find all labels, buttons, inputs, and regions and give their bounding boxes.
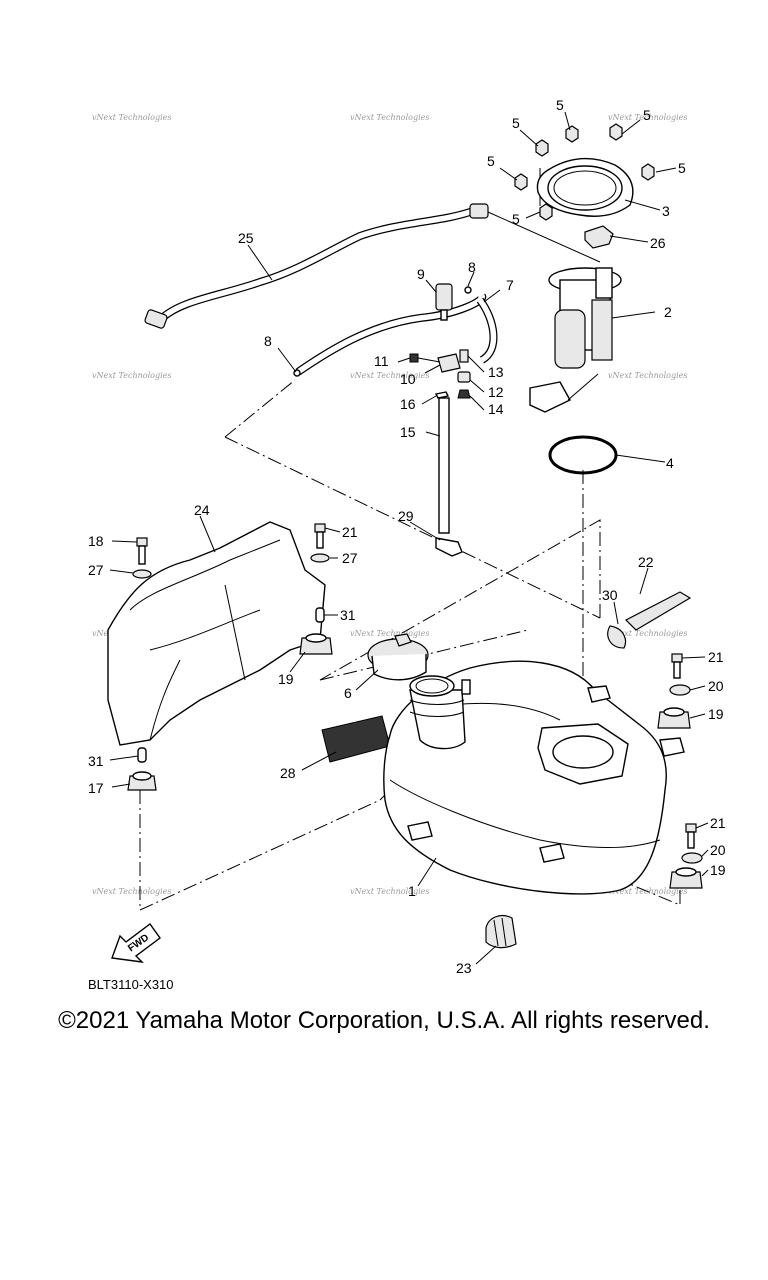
part-22-pad	[624, 591, 692, 631]
part-21-bolts	[314, 523, 697, 849]
part-2-fuel-pump	[529, 267, 622, 413]
callout-5: 5	[678, 160, 686, 176]
part-20-washers	[669, 684, 703, 864]
callout-19: 19	[710, 862, 726, 878]
fwd-arrow-icon: FWD	[111, 923, 161, 963]
callout-28: 28	[280, 765, 296, 781]
callout-21: 21	[708, 649, 724, 665]
part-27-washers	[132, 553, 330, 579]
callout-27: 27	[342, 550, 358, 566]
callout-6: 6	[344, 685, 352, 701]
callout-20: 20	[710, 842, 726, 858]
callout-21: 21	[710, 815, 726, 831]
callout-25: 25	[238, 230, 254, 246]
callout-20: 20	[708, 678, 724, 694]
watermark: vNext Technologies	[608, 629, 687, 638]
leader-lines	[109, 111, 709, 965]
parts-diagram: vNext Technologies vNext Technologies vN…	[88, 97, 726, 976]
watermark: vNext Technologies	[350, 113, 429, 122]
callout-12: 12	[488, 384, 504, 400]
callout-16: 16	[400, 396, 416, 412]
callout-5: 5	[512, 211, 520, 227]
callout-31: 31	[88, 753, 104, 769]
part-31-collars	[137, 607, 325, 763]
watermark: vNext Technologies	[92, 113, 171, 122]
callout-27: 27	[88, 562, 104, 578]
callout-1: 1	[408, 883, 416, 899]
part-25-hose	[144, 203, 489, 329]
callout-17: 17	[88, 780, 104, 796]
callout-8: 8	[468, 259, 476, 275]
watermark: vNext Technologies	[608, 371, 687, 380]
part-18-bolt	[136, 537, 148, 565]
watermark: vNext Technologies	[92, 887, 171, 896]
part-28-label	[321, 715, 391, 763]
callout-9: 9	[417, 266, 425, 282]
callout-5: 5	[487, 153, 495, 169]
callout-10: 10	[400, 371, 416, 387]
watermark: vNext Technologies	[608, 113, 687, 122]
part-15-tube	[438, 397, 450, 534]
part-19-grommets	[127, 633, 703, 889]
callout-15: 15	[400, 424, 416, 440]
part-1-fuel-tank	[383, 660, 685, 895]
callout-5: 5	[643, 107, 651, 123]
callout-11: 11	[374, 353, 389, 369]
callout-labels: 2 3 4 5 5 5 5 5 5 26 25 7 9 8 8 11 10 13…	[88, 97, 726, 976]
leader-line	[487, 211, 601, 263]
callout-13: 13	[488, 364, 504, 380]
part-6-fuel-cap	[367, 633, 429, 681]
callout-5: 5	[556, 97, 564, 113]
part-9-valve	[435, 283, 453, 321]
diagram-code: BLT3110-X310	[88, 977, 174, 992]
callout-3: 3	[662, 203, 670, 219]
watermark: vNext Technologies	[350, 629, 429, 638]
callout-26: 26	[650, 235, 666, 251]
callout-21: 21	[342, 524, 358, 540]
callout-19: 19	[278, 671, 294, 687]
callout-29: 29	[398, 508, 414, 524]
part-23-mount-rubber	[485, 915, 517, 949]
callout-23: 23	[456, 960, 472, 976]
callout-8: 8	[264, 333, 272, 349]
callout-31: 31	[340, 607, 356, 623]
callout-5: 5	[512, 115, 520, 131]
part-4-o-ring	[548, 435, 618, 475]
watermark: vNext Technologies	[350, 371, 429, 380]
watermark: vNext Technologies	[350, 887, 429, 896]
part-30-pad	[607, 625, 627, 649]
watermark: vNext Technologies	[92, 371, 171, 380]
part-7-fuel-hose	[295, 292, 498, 376]
part-5-nuts	[514, 123, 655, 221]
callout-24: 24	[194, 502, 210, 518]
part-29-clamp	[435, 537, 463, 557]
callout-18: 18	[88, 533, 104, 549]
callout-19: 19	[708, 706, 724, 722]
part-26-connector	[584, 225, 614, 249]
part-24-side-cover	[107, 521, 326, 746]
callout-14: 14	[488, 401, 504, 417]
callout-7: 7	[506, 277, 514, 293]
callout-22: 22	[638, 554, 654, 570]
callout-30: 30	[602, 587, 618, 603]
part-3-ring-plate	[536, 157, 634, 217]
callout-2: 2	[664, 304, 672, 320]
part-bracket-hardware	[409, 349, 471, 399]
callout-4: 4	[666, 455, 674, 471]
copyright-notice: ©2021 Yamaha Motor Corporation, U.S.A. A…	[58, 1007, 710, 1034]
